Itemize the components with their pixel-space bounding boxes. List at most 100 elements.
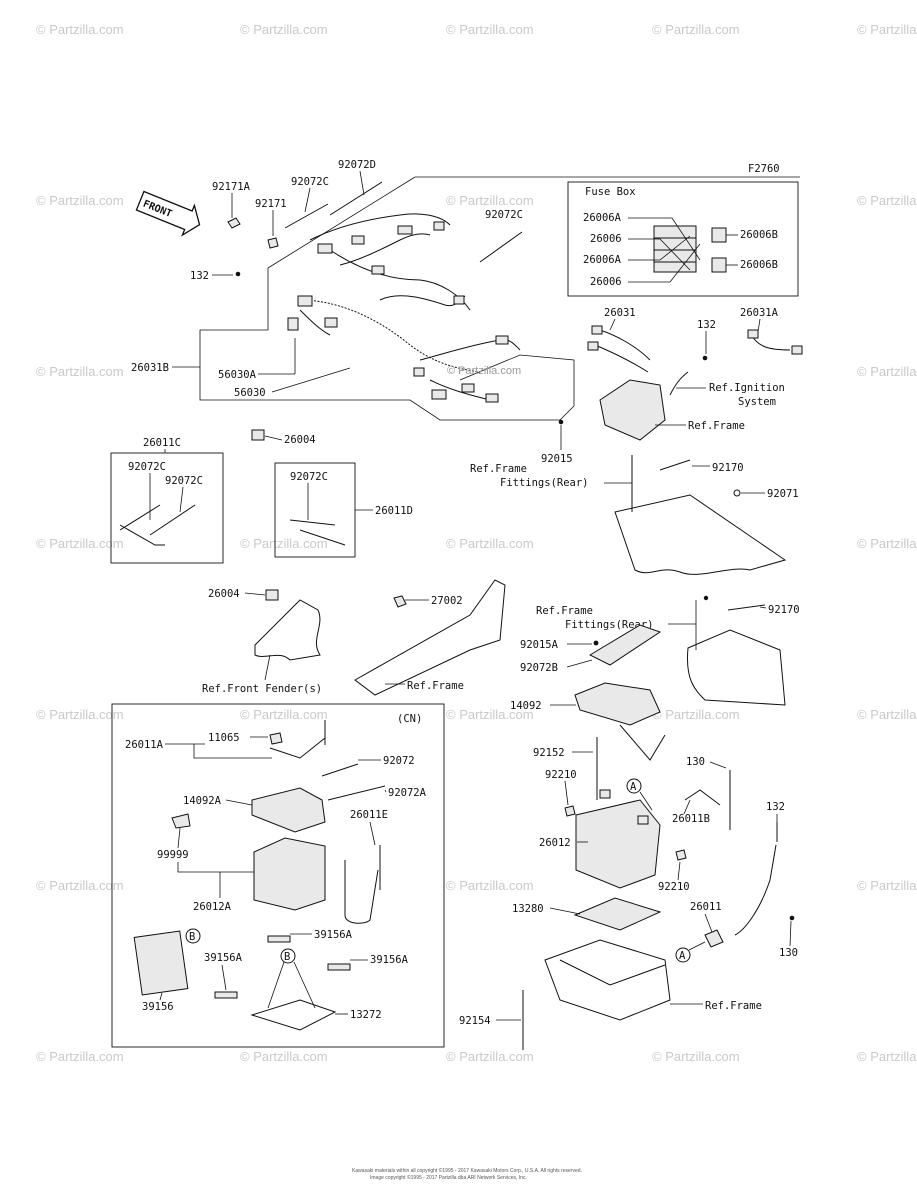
ref-system: System [738,396,776,408]
rear-fittings-plate [614,455,787,575]
label-26011E: 26011E [350,809,388,821]
rear-plate-2 [686,595,786,706]
watermark: © Partzilla.com [857,193,917,208]
label-26012: 26012 [539,837,571,849]
label-26031: 26031 [604,307,636,319]
watermark: © Partzilla.com [652,707,740,722]
fuse-label-26006A-2: 26006A [583,254,622,266]
label-13280: 13280 [512,903,544,915]
label-130-a: 130 [686,756,705,768]
label-92154: 92154 [459,1015,491,1027]
frame-rail [354,579,506,696]
watermark: © Partzilla.com [36,878,124,893]
watermark: © Partzilla.com [857,1049,917,1064]
watermark: © Partzilla.com [857,22,917,37]
watermark: © Partzilla.com [36,193,124,208]
circle-b-label: B [189,931,195,943]
figure-code: F2760 [748,163,780,175]
watermark: © Partzilla.com [240,707,328,722]
marker-b-group: B B [185,928,316,1009]
label-92072C-l2: 92072C [165,475,203,487]
fuse-label-26006B-2: 26006B [740,259,778,271]
watermark: © Partzilla.com [857,878,917,893]
label-92152: 92152 [533,747,565,759]
watermark: © Partzilla.com [652,22,740,37]
label-99999: 99999 [157,849,189,861]
fuse-label-26006-2: 26006 [590,276,622,288]
label-26011C: 26011C [143,437,181,449]
label-92072C-mid: 92072C [485,209,523,221]
sub-harness-right [587,325,803,441]
label-56030A: 56030A [218,369,257,381]
cable-ties-top [227,181,523,277]
label-26011A: 26011A [125,739,164,751]
ref-frame-fittings-2: Ref.Frame [536,605,593,617]
label-92171: 92171 [255,198,287,210]
label-92072D: 92072D [338,159,376,171]
label-39156: 39156 [142,1001,174,1013]
ref-front-fender: Ref.Front Fender(s) [202,683,322,695]
watermark: © Partzilla.com [240,22,328,37]
label-132-b: 132 [766,801,785,813]
watermark: © Partzilla.com [857,364,917,379]
label-14092A: 14092A [183,795,222,807]
ref-frame-3: Ref.Frame [705,1000,762,1012]
label-11065: 11065 [208,732,240,744]
label-26031B: 26031B [131,362,169,374]
label-132-top: 132 [190,270,209,282]
label-26031A: 26031A [740,307,779,319]
watermark: © Partzilla.com [36,364,124,379]
label-92015: 92015 [541,453,573,465]
circle-a-label: A [630,781,637,793]
label-92072A: 92072A [388,787,427,799]
label-39156A-3: 39156A [204,952,243,964]
label-39156A-2: 39156A [370,954,409,966]
label-92072C-l1: 92072C [128,461,166,473]
watermark: © Partzilla.com [446,707,534,722]
label-92170-a: 92170 [712,462,744,474]
label-92071: 92071 [767,488,799,500]
main-harness-assembly: © Partzilla.com [199,176,800,421]
watermark: © Partzilla.com [446,22,534,37]
box-26011C [110,452,224,564]
copyright-line-1: Kawasaki materials within all copyright … [352,1167,582,1174]
label-26004-top: 26004 [284,434,316,446]
label-92072B: 92072B [520,662,558,674]
label-92072C-box: 92072C [290,471,328,483]
watermark: © Partzilla.com [446,1049,534,1064]
ref-frame-1: Ref.Frame [688,420,745,432]
label-92170-b: 92170 [768,604,800,616]
watermark: © Partzilla.com [240,1049,328,1064]
ref-frame-2: Ref.Frame [407,680,464,692]
label-56030: 56030 [234,387,266,399]
label-132-right: 132 [697,319,716,331]
watermark: © Partzilla.com [857,707,917,722]
watermark: © Partzilla.com [446,878,534,893]
front-fender-group [254,589,321,661]
label-92015A: 92015A [520,639,559,651]
label-92171A: 92171A [212,181,251,193]
label-26011D: 26011D [375,505,413,517]
circle-a-label: A [679,950,686,962]
watermark: © Partzilla.com [652,1049,740,1064]
ref-fittings-rear-2: Fittings(Rear) [565,619,654,631]
label-26011B: 26011B [672,813,710,825]
label-26011: 26011 [690,901,722,913]
ref-fittings-rear-1: Fittings(Rear) [500,477,589,489]
watermark: © Partzilla.com [857,536,917,551]
ref-frame-fittings-1: Ref.Frame [470,463,527,475]
label-39156A-1: 39156A [314,929,353,941]
marker-a-group: A A [626,778,706,963]
front-arrow: FRONT [135,190,201,237]
label-14092: 14092 [510,700,542,712]
fuse-label-26006A-1: 26006A [583,212,622,224]
watermark: © Partzilla.com [446,536,534,551]
watermark: © Partzilla.com [36,1049,124,1064]
ref-ignition: Ref.Ignition [709,382,785,394]
copyright-line-2: Image copyright ©1995 - 2017 Partzilla d… [370,1174,527,1181]
fuse-box-group: Fuse Box 26006A 26006 26006A 26006 26006… [567,181,799,297]
label-26004-mid: 26004 [208,588,240,600]
label-92210-b: 92210 [658,881,690,893]
label-92072C-top: 92072C [291,176,329,188]
